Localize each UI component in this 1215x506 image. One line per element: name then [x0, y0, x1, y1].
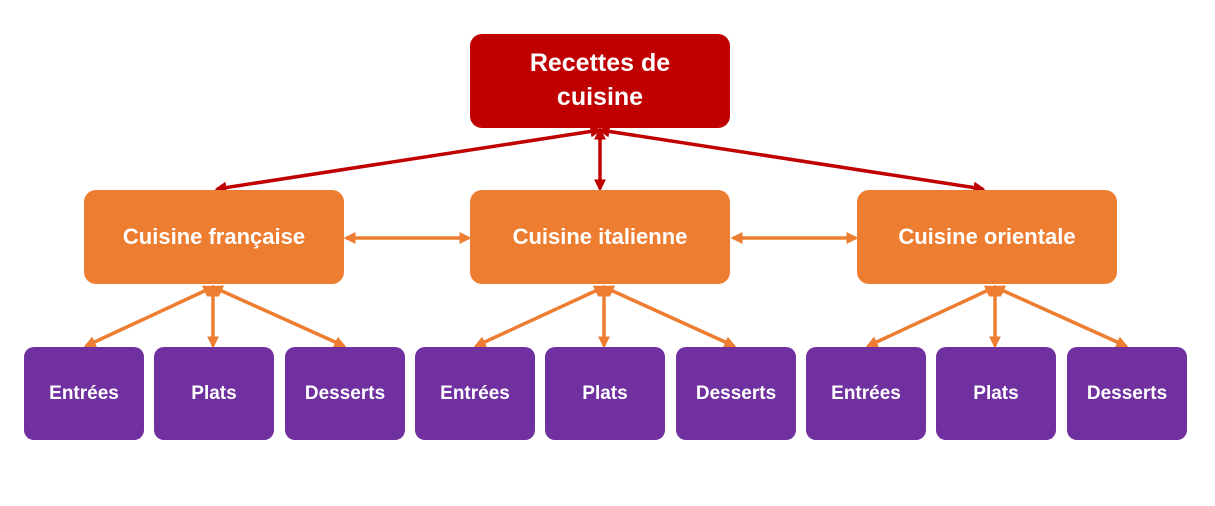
leaf-node-francaise-entrees: Entrées — [24, 347, 144, 440]
connector-root-francaise — [214, 125, 603, 194]
leaf-node-italienne-entrees: Entrées — [415, 347, 535, 440]
category-node-francaise: Cuisine française — [84, 190, 344, 284]
connector-francaise-entrees — [83, 285, 216, 348]
connector-italienne-desserts — [601, 285, 737, 348]
leaf-node-orientale-desserts: Desserts — [1067, 347, 1187, 440]
category-node-italienne: Cuisine italienne — [470, 190, 730, 284]
connector-francaise-desserts — [210, 285, 347, 348]
leaf-node-francaise-plats: Plats — [154, 347, 274, 440]
leaf-node-orientale-plats: Plats — [936, 347, 1056, 440]
leaf-node-orientale-entrees: Entrées — [806, 347, 926, 440]
connector-root-orientale — [597, 125, 986, 194]
leaf-node-italienne-plats: Plats — [545, 347, 665, 440]
root-node: Recettes de cuisine — [470, 34, 730, 128]
connector-orientale-entrees — [865, 285, 998, 348]
category-node-orientale: Cuisine orientale — [857, 190, 1117, 284]
leaf-node-francaise-desserts: Desserts — [285, 347, 405, 440]
leaf-node-italienne-desserts: Desserts — [676, 347, 796, 440]
connector-italienne-entrees — [473, 285, 607, 348]
connector-orientale-desserts — [992, 285, 1129, 348]
